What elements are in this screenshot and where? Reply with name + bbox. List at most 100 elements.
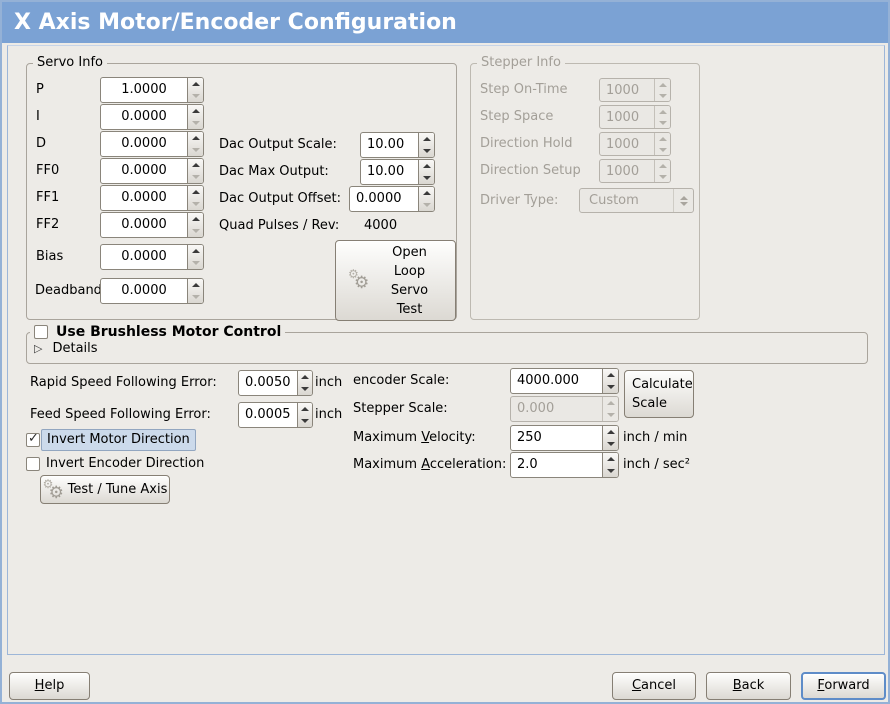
bias-value[interactable]: 0.0000 [121, 249, 167, 264]
maximum-velocity-value[interactable]: 250 [517, 430, 542, 445]
invert-motor-label-highlight[interactable]: Invert Motor Direction [41, 429, 196, 451]
dac-scale-spinner-buttons[interactable] [418, 133, 434, 157]
i-spinner-buttons[interactable] [187, 105, 203, 129]
cancel-button[interactable]: Cancel [612, 672, 696, 700]
spin-up-icon[interactable] [188, 105, 203, 117]
spinner-buttons[interactable] [296, 371, 313, 395]
spin-up-icon[interactable] [419, 187, 434, 199]
spinner-buttons[interactable] [602, 426, 618, 450]
p-spinner-buttons[interactable] [187, 78, 203, 102]
dac-max-spinner-buttons[interactable] [418, 160, 434, 184]
expander-arrow-icon[interactable] [34, 341, 42, 356]
maximum-velocity-spinbox[interactable]: 250 [510, 425, 619, 451]
spin-up-icon[interactable] [188, 213, 203, 225]
spinner-buttons[interactable] [296, 403, 313, 427]
i-spinbox[interactable]: 0.0000 [100, 104, 204, 130]
direction-setup-label: Direction Setup [480, 163, 581, 178]
spin-up-icon[interactable] [603, 453, 618, 465]
ff2-spinbox[interactable]: 0.0000 [100, 212, 204, 238]
deadband-value[interactable]: 0.0000 [121, 283, 167, 298]
test-tune-axis-button[interactable]: Test / Tune Axis [40, 475, 170, 504]
spin-down-icon[interactable] [188, 171, 203, 183]
d-spinbox[interactable]: 0.0000 [100, 131, 204, 157]
p-value[interactable]: 1.0000 [121, 82, 167, 97]
use-brushless-checkbox[interactable] [34, 325, 48, 339]
spin-down-icon[interactable] [603, 438, 618, 450]
spin-up-icon[interactable] [298, 403, 313, 415]
dac-output-offset-spinbox[interactable]: 0.0000 [349, 186, 435, 212]
invert-motor-checkbox[interactable] [26, 431, 40, 447]
button-label: elp [44, 678, 65, 693]
ff1-value[interactable]: 0.0000 [121, 190, 167, 205]
ff2-spinner-buttons[interactable] [187, 213, 203, 237]
spin-up-icon[interactable] [603, 369, 618, 381]
spin-up-icon[interactable] [188, 279, 203, 291]
ff2-label: FF2 [36, 217, 60, 232]
spin-down-icon[interactable] [188, 198, 203, 210]
rapid-following-error-spinbox[interactable]: 0.0050 [238, 370, 313, 396]
ff1-spinner-buttons[interactable] [187, 186, 203, 210]
i-value[interactable]: 0.0000 [121, 109, 167, 124]
help-button[interactable]: Help [9, 672, 90, 700]
spin-up-icon[interactable] [603, 426, 618, 438]
spin-up-icon[interactable] [298, 371, 313, 383]
maximum-acceleration-value[interactable]: 2.0 [517, 457, 538, 472]
back-button[interactable]: Back [706, 672, 791, 700]
deadband-spinbox[interactable]: 0.0000 [100, 278, 204, 304]
maximum-velocity-unit: inch / min [623, 430, 688, 445]
p-spinbox[interactable]: 1.0000 [100, 77, 204, 103]
spin-down-icon[interactable] [188, 225, 203, 237]
spin-up-icon[interactable] [188, 186, 203, 198]
spin-up-icon[interactable] [188, 78, 203, 90]
spin-down-icon[interactable] [188, 144, 203, 156]
dac-max-output-value[interactable]: 10.00 [367, 164, 405, 179]
spin-up-icon[interactable] [419, 133, 434, 145]
driver-type-value: Custom [589, 193, 639, 208]
invert-encoder-checkbox[interactable] [26, 457, 40, 471]
spin-down-icon[interactable] [603, 465, 618, 477]
d-spinner-buttons[interactable] [187, 132, 203, 156]
invert-encoder-label[interactable]: Invert Encoder Direction [46, 456, 205, 471]
spin-down-icon[interactable] [188, 90, 203, 102]
spin-down-icon[interactable] [188, 291, 203, 303]
feed-following-error-value[interactable]: 0.0005 [245, 407, 291, 422]
dac-max-output-spinbox[interactable]: 10.00 [360, 159, 435, 185]
spin-down-icon[interactable] [603, 381, 618, 393]
spin-down-icon[interactable] [188, 257, 203, 269]
forward-button[interactable]: Forward [801, 672, 886, 700]
spin-down-icon[interactable] [419, 199, 434, 211]
bias-spinbox[interactable]: 0.0000 [100, 244, 204, 270]
bias-spinner-buttons[interactable] [187, 245, 203, 269]
open-loop-servo-test-button[interactable]: Open Loop Servo Test [335, 240, 456, 321]
dac-output-scale-spinbox[interactable]: 10.00 [360, 132, 435, 158]
rapid-following-error-value[interactable]: 0.0050 [245, 375, 291, 390]
feed-following-error-label: Feed Speed Following Error: [30, 407, 211, 422]
encoder-scale-value[interactable]: 4000.000 [517, 373, 580, 388]
dac-output-scale-value[interactable]: 10.00 [367, 137, 405, 152]
feed-following-error-spinbox[interactable]: 0.0005 [238, 402, 313, 428]
spin-up-icon[interactable] [419, 160, 434, 172]
ff0-value[interactable]: 0.0000 [121, 163, 167, 178]
d-value[interactable]: 0.0000 [121, 136, 167, 151]
deadband-spinner-buttons[interactable] [187, 279, 203, 303]
spin-down-icon[interactable] [298, 383, 313, 395]
maximum-acceleration-spinbox[interactable]: 2.0 [510, 452, 619, 478]
spin-down-icon[interactable] [188, 117, 203, 129]
dac-output-offset-value[interactable]: 0.0000 [356, 191, 402, 206]
spin-down-icon[interactable] [419, 172, 434, 184]
spinner-buttons[interactable] [602, 453, 618, 477]
spin-down-icon[interactable] [419, 145, 434, 157]
ff1-spinbox[interactable]: 0.0000 [100, 185, 204, 211]
ff0-spinbox[interactable]: 0.0000 [100, 158, 204, 184]
spinner-buttons[interactable] [602, 369, 618, 393]
spin-up-icon[interactable] [188, 132, 203, 144]
calculate-scale-button[interactable]: Calculate Scale [624, 370, 694, 418]
spin-up-icon[interactable] [188, 159, 203, 171]
details-expander-label[interactable]: Details [52, 341, 98, 356]
spin-up-icon[interactable] [188, 245, 203, 257]
ff2-value[interactable]: 0.0000 [121, 217, 167, 232]
dac-offset-spinner-buttons[interactable] [418, 187, 434, 211]
spin-down-icon[interactable] [298, 415, 313, 427]
ff0-spinner-buttons[interactable] [187, 159, 203, 183]
encoder-scale-spinbox[interactable]: 4000.000 [510, 368, 619, 394]
